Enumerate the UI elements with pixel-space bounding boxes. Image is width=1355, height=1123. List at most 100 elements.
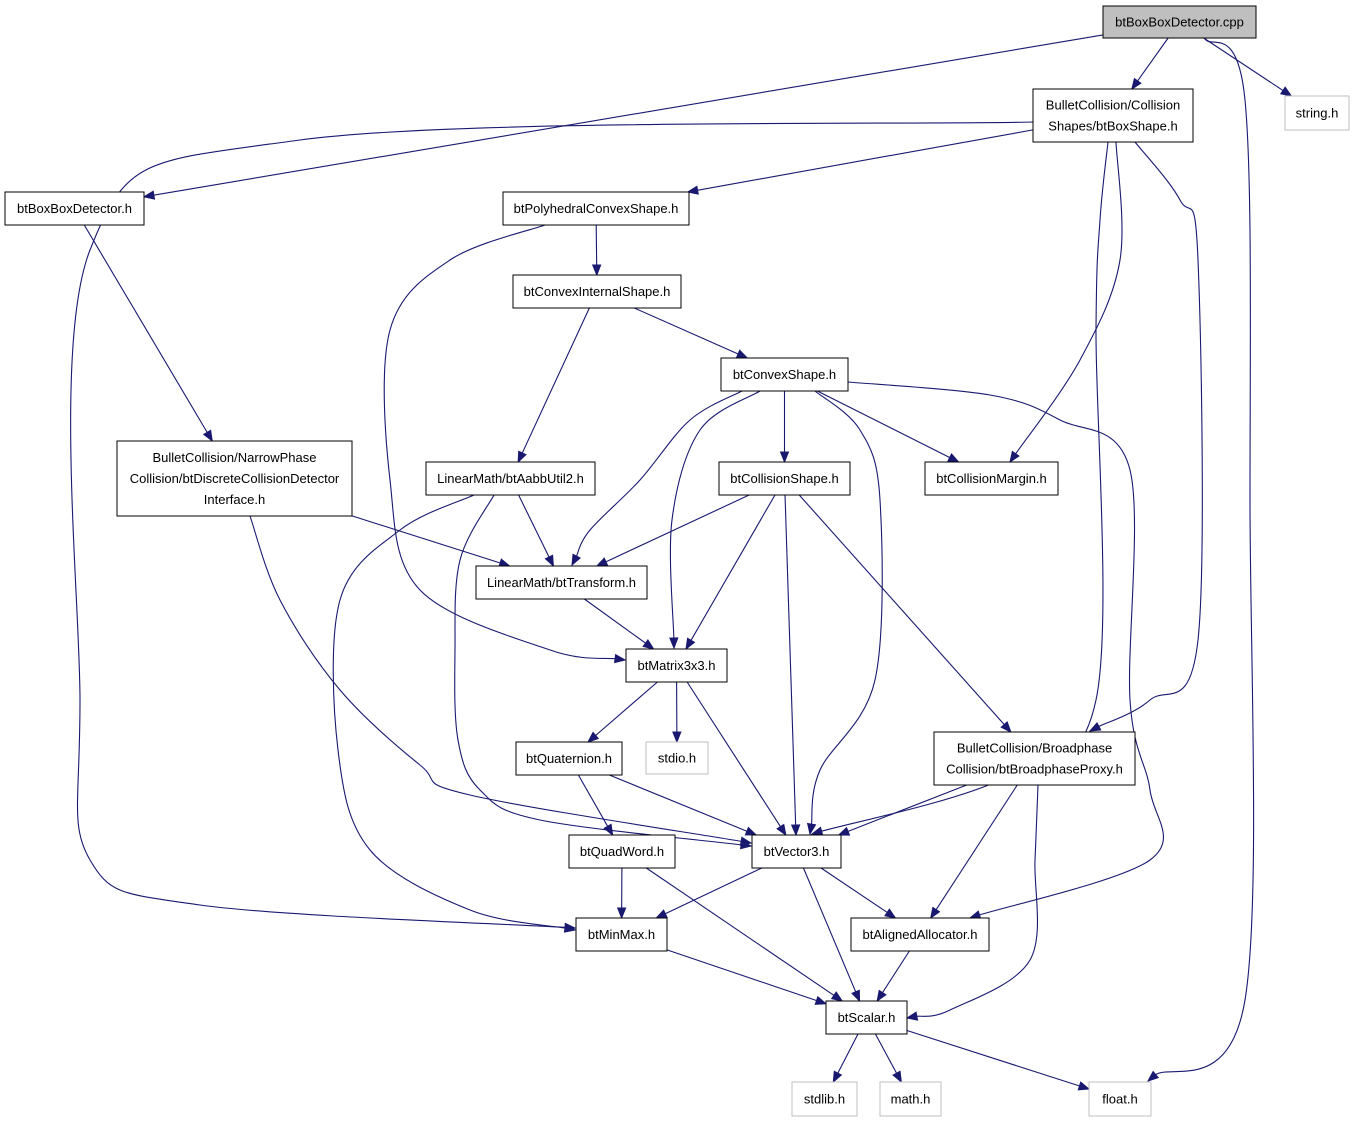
edge-arrowhead	[595, 557, 609, 567]
edge-scalar-to-floath	[906, 1029, 1091, 1091]
edge-line	[846, 784, 967, 833]
edge-arrowhead	[1279, 86, 1293, 97]
node-label: btScalar.h	[838, 1010, 896, 1025]
node-label: Collision/btDiscreteCollisionDetector	[130, 471, 340, 486]
node-margin[interactable]: btCollisionMargin.h	[924, 461, 1059, 496]
edge-arrowhead	[776, 823, 787, 837]
node-label: math.h	[891, 1092, 931, 1107]
edge-aabb-to-transform	[518, 494, 555, 568]
edge-convex-to-transform	[571, 390, 743, 567]
node-label: Interface.h	[204, 492, 265, 507]
edge-line	[669, 390, 761, 640]
node-scalar[interactable]: btScalar.h	[825, 1000, 908, 1035]
edge-bproxy-to-vector	[837, 784, 967, 836]
node-box	[625, 648, 728, 683]
node-box	[1032, 88, 1194, 143]
node-bbdh[interactable]: btBoxBoxDetector.h	[4, 191, 145, 226]
node-convint[interactable]: btConvexInternalShape.h	[512, 274, 682, 309]
edge-line	[784, 494, 797, 827]
node-label: Collision/btBroadphaseProxy.h	[946, 762, 1123, 777]
node-aabb[interactable]: LinearMath/btAabbUtil2.h	[425, 461, 596, 496]
edge-arrowhead	[613, 653, 627, 664]
edge-matrix-to-vector	[686, 681, 787, 837]
node-bproxy[interactable]: BulletCollision/BroadphaseCollision/btBr…	[933, 731, 1136, 786]
node-alloc[interactable]: btAlignedAllocator.h	[850, 917, 990, 952]
edge-bproxy-to-alloc	[930, 784, 1018, 920]
node-label: btQuaternion.h	[526, 751, 612, 766]
edge-convint-to-convex	[634, 307, 749, 359]
edge-boxshape-to-bproxy	[1088, 141, 1203, 732]
node-boxshape[interactable]: BulletCollision/CollisionShapes/btBoxSha…	[1032, 88, 1194, 143]
edge-convint-to-aabb	[517, 307, 590, 464]
node-floath[interactable]: float.h	[1088, 1081, 1152, 1117]
node-minmax[interactable]: btMinMax.h	[575, 917, 668, 952]
edge-collshape-to-transform	[595, 494, 750, 567]
edge-arrowhead	[930, 906, 941, 920]
node-stringh[interactable]: string.h	[1284, 95, 1350, 131]
node-vector[interactable]: btVector3.h	[751, 834, 842, 869]
edge-root-to-floath	[1146, 38, 1255, 1082]
edge-line	[1097, 141, 1203, 728]
node-label: btCollisionShape.h	[730, 471, 838, 486]
edge-arrowhead	[544, 554, 555, 568]
edge-arrowhead	[905, 1011, 919, 1021]
edge-arrowhead	[616, 907, 627, 920]
edge-boxshape-to-margin	[1009, 141, 1123, 464]
node-label: btMinMax.h	[588, 927, 655, 942]
node-discrete[interactable]: BulletCollision/NarrowPhaseCollision/btD…	[116, 440, 353, 517]
node-box	[515, 741, 623, 776]
node-label: btMatrix3x3.h	[637, 658, 715, 673]
edge-line	[604, 494, 750, 563]
node-quadword[interactable]: btQuadWord.h	[568, 834, 676, 869]
edge-arrowhead	[685, 637, 696, 651]
node-quat[interactable]: btQuaternion.h	[515, 741, 623, 776]
node-matrix[interactable]: btMatrix3x3.h	[625, 648, 728, 683]
edge-vector-to-alloc	[820, 867, 897, 919]
edge-collshape-to-bproxy	[798, 494, 1012, 734]
edge-line	[664, 867, 762, 915]
edge-aabb-to-minmax	[332, 494, 577, 933]
edge-arrowhead	[669, 637, 679, 650]
node-box	[751, 834, 842, 869]
node-label: btBoxBoxDetector.cpp	[1115, 15, 1244, 30]
node-stdlib[interactable]: stdlib.h	[791, 1081, 858, 1117]
node-box	[850, 917, 990, 952]
edge-arrowhead	[142, 190, 156, 200]
node-label: float.h	[1102, 1092, 1137, 1107]
edge-arrowhead	[832, 1070, 843, 1084]
edge-arrowhead	[851, 989, 861, 1003]
node-box	[1284, 95, 1350, 131]
edge-root-to-boxshape	[1131, 37, 1169, 91]
edge-line	[383, 224, 617, 660]
node-box	[825, 1000, 908, 1035]
node-box	[425, 461, 596, 496]
node-box	[475, 565, 648, 600]
node-collshape[interactable]: btCollisionShape.h	[718, 461, 851, 496]
edge-arrowhead	[642, 639, 655, 650]
node-mathh[interactable]: math.h	[879, 1081, 942, 1117]
edge-arrowhead	[672, 731, 682, 744]
node-box	[879, 1081, 942, 1117]
edge-line	[584, 598, 647, 645]
node-label: LinearMath/btTransform.h	[487, 575, 636, 590]
node-box	[1102, 5, 1257, 39]
node-label: stdlib.h	[804, 1092, 845, 1107]
edge-line	[1203, 37, 1285, 92]
edge-arrowhead	[947, 453, 960, 463]
edge-boxshape-to-polyh	[686, 129, 1034, 195]
edge-arrowhead	[603, 823, 614, 837]
node-label: btAlignedAllocator.h	[863, 927, 978, 942]
edge-vector-to-scalar	[802, 867, 861, 1003]
node-label: btConvexInternalShape.h	[524, 284, 671, 299]
edge-line	[906, 1029, 1081, 1087]
edge-line	[577, 774, 609, 828]
node-root[interactable]: btBoxBoxDetector.cpp	[1102, 5, 1257, 39]
node-transform[interactable]: LinearMath/btTransform.h	[475, 565, 648, 600]
node-label: btBoxBoxDetector.h	[17, 201, 132, 216]
edge-matrix-to-quat	[587, 681, 658, 743]
node-convex[interactable]: btConvexShape.h	[720, 357, 849, 392]
node-label: btCollisionMargin.h	[936, 471, 1047, 486]
node-polyh[interactable]: btPolyhedralConvexShape.h	[502, 191, 690, 226]
node-stdio[interactable]: stdio.h	[645, 741, 709, 775]
